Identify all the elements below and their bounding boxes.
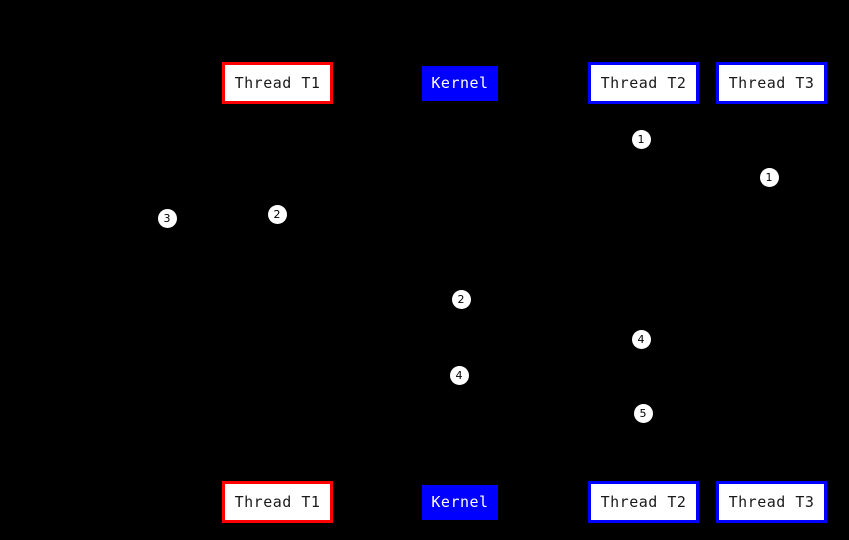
sequence-marker-label: 2 <box>457 292 465 306</box>
lifeline-ll-t1 <box>277 104 278 481</box>
lifeline-ll-t2 <box>643 104 644 481</box>
participant-label: Thread T1 <box>234 73 321 92</box>
sequence-marker-label: 1 <box>765 170 773 184</box>
participant-label: Kernel <box>431 493 489 511</box>
participant-top-kernel[interactable]: Kernel <box>422 66 498 101</box>
participant-top-t3[interactable]: Thread T3 <box>716 62 827 104</box>
message-arrow-msg-7 <box>460 430 643 431</box>
participant-top-t2[interactable]: Thread T2 <box>588 62 699 104</box>
message-arrow-msg-5 <box>167 318 460 319</box>
participant-label: Kernel <box>431 74 489 92</box>
sequence-marker-label: 4 <box>455 368 463 382</box>
sequence-marker-m-t2-1[interactable]: 1 <box>631 129 651 149</box>
message-arrow-msg-2 <box>460 196 771 197</box>
sequence-marker-m-t1-2[interactable]: 2 <box>267 204 287 224</box>
participant-label: Thread T2 <box>600 492 687 511</box>
participant-label: Thread T3 <box>728 492 815 511</box>
lifeline-ll-t3 <box>771 104 772 481</box>
participant-label: Thread T3 <box>728 73 815 92</box>
participant-bottom-kernelb[interactable]: Kernel <box>422 485 498 520</box>
participant-top-t1[interactable]: Thread T1 <box>222 62 333 104</box>
participant-bottom-t1b[interactable]: Thread T1 <box>222 481 333 523</box>
message-arrow-msg-4 <box>167 240 277 241</box>
sequence-marker-label: 2 <box>273 207 281 221</box>
message-arrow-msg-6 <box>460 358 643 359</box>
sequence-marker-m-t3-1[interactable]: 1 <box>759 167 779 187</box>
sequence-marker-m-t1-3[interactable]: 3 <box>157 208 177 228</box>
participant-bottom-t2b[interactable]: Thread T2 <box>588 481 699 523</box>
sequence-marker-m-k-4[interactable]: 4 <box>449 365 469 385</box>
message-arrow-msg-1 <box>460 160 643 161</box>
sequence-marker-m-t2-5[interactable]: 5 <box>633 403 653 423</box>
sequence-marker-m-t2-4[interactable]: 4 <box>631 329 651 349</box>
participant-bottom-t3b[interactable]: Thread T3 <box>716 481 827 523</box>
sequence-marker-m-k-2[interactable]: 2 <box>451 289 471 309</box>
sequence-marker-label: 4 <box>637 332 645 346</box>
participant-label: Thread T2 <box>600 73 687 92</box>
participant-label: Thread T1 <box>234 492 321 511</box>
message-arrow-msg-3 <box>277 232 460 233</box>
sequence-marker-label: 3 <box>163 211 171 225</box>
sequence-marker-label: 5 <box>639 406 647 420</box>
sequence-marker-label: 1 <box>637 132 645 146</box>
